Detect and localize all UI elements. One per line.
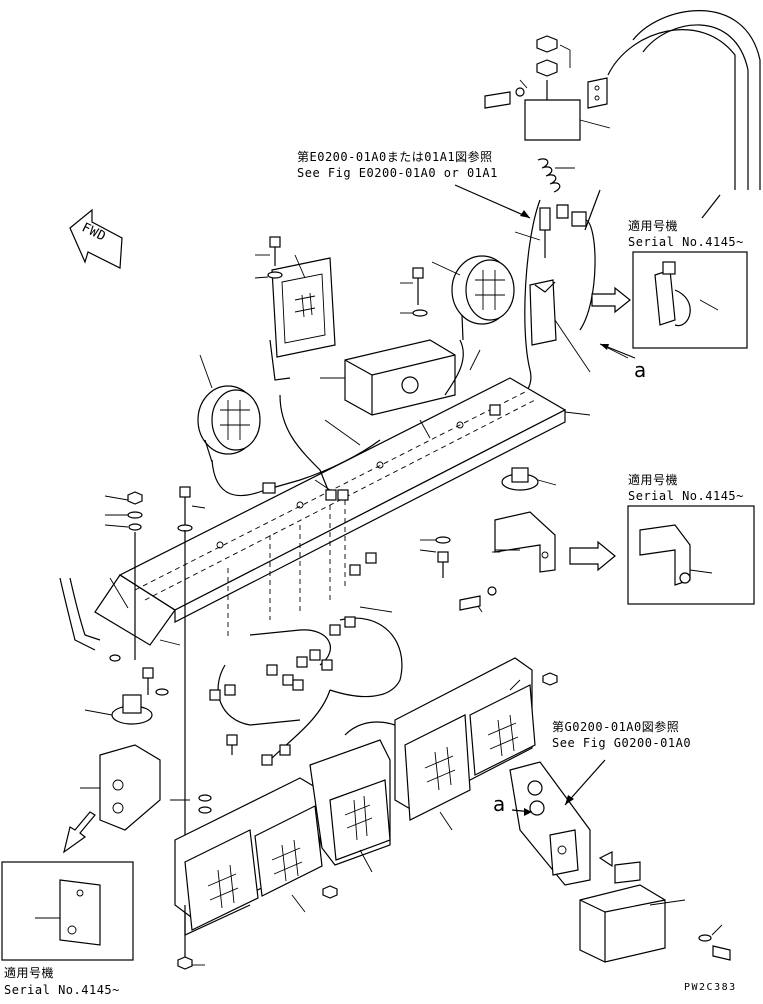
ref-arrow-g0200 (564, 759, 606, 806)
serial-box-2-en: Serial No.4145~ (628, 489, 744, 503)
ref-g0200-en: See Fig G0200-01A0 (552, 736, 692, 750)
lamp-housing-left (174, 777, 323, 936)
rubber-mount-right (501, 467, 557, 491)
cover-fasteners (649, 899, 731, 961)
callout-a-label-2: a (493, 792, 506, 816)
arrow-to-detail-3 (63, 811, 96, 854)
round-work-light-right (431, 255, 515, 341)
mount-plate-right (509, 761, 641, 886)
fwd-arrow-icon (69, 208, 123, 269)
ref-e0200-en: See Fig E0200-01A0 or 01A1 (297, 166, 498, 180)
round-work-light-left (197, 354, 261, 463)
detail-box-1 (632, 251, 748, 349)
serial-box-3-ja: 適用号機 (4, 966, 55, 980)
control-box (320, 339, 456, 416)
bolt-stack-left (104, 491, 143, 660)
callout-a-label-1: a (634, 358, 647, 382)
bracket-right (494, 511, 556, 573)
rubber-mount-left (84, 694, 153, 725)
ref-arrow-e0200 (454, 184, 531, 219)
serial-box-1-en: Serial No.4145~ (628, 235, 744, 249)
bracket-left (80, 744, 161, 831)
detail-box-2 (627, 505, 755, 605)
leader-lines (109, 254, 521, 801)
serial-box-3-en: Serial No.4145~ (4, 983, 120, 997)
ref-g0200-ja: 第G0200-01A0図参照 (552, 720, 680, 734)
lamp-housing-center (309, 739, 391, 873)
main-beam-bracket (94, 377, 591, 646)
arrow-to-detail-2 (569, 540, 616, 572)
square-lamp-top (269, 254, 336, 381)
top-mount-bracket (484, 35, 611, 193)
cover-box (579, 884, 666, 963)
drawing-code: PW2C383 (684, 982, 737, 993)
connectors (209, 404, 501, 766)
ref-e0200-ja: 第E0200-01A0または01A1図参照 (297, 150, 493, 164)
rops-frame (584, 10, 761, 231)
serial-box-2-ja: 適用号機 (628, 473, 679, 487)
detail-box-3 (1, 861, 134, 961)
serial-box-1-ja: 適用号機 (628, 219, 679, 233)
lamp-housing-right (394, 657, 536, 831)
arrow-to-detail-1 (591, 286, 631, 314)
